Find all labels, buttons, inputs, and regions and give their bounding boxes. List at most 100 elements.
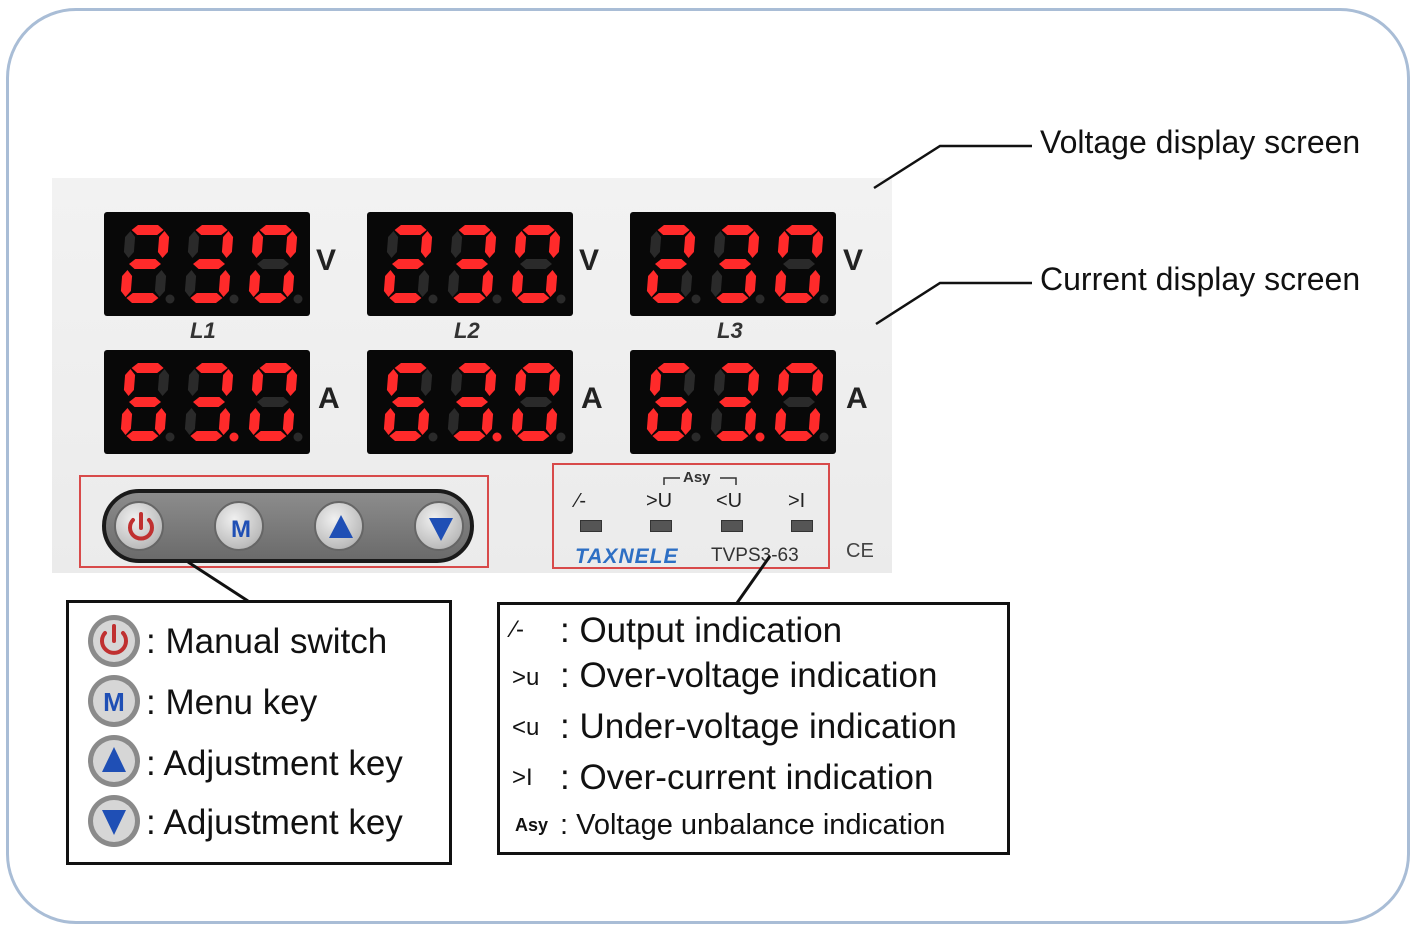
digit-segment [649, 231, 662, 258]
phase-label-l1: L1 [190, 318, 216, 343]
digit-segment [520, 397, 552, 407]
digit-segment [780, 293, 813, 303]
digit-segment [657, 363, 690, 373]
digit-segment [517, 293, 550, 303]
current-unit-l3: A [846, 382, 868, 415]
power-key-button[interactable] [114, 501, 164, 551]
decimal-point [819, 432, 829, 442]
indicator-led-over-voltage [650, 520, 672, 532]
digit-segment [187, 369, 200, 396]
legend-adjustment-key-down: : Adjustment key [146, 803, 403, 842]
digit-segment [646, 408, 659, 435]
digit-segment [218, 408, 231, 435]
legend-symbol-over-current: >I [512, 764, 533, 791]
digit-segment [747, 231, 760, 258]
legend-under-voltage-indication: : Under-voltage indication [560, 707, 957, 746]
indicator-led-output [580, 520, 602, 532]
seven-seg-digits [383, 363, 566, 442]
indicator-label-under-voltage: <U [716, 490, 743, 512]
decimal-point [428, 432, 438, 442]
voltage-display-l1 [104, 212, 310, 316]
current-display-l3 [630, 350, 836, 454]
digit-segment [184, 270, 197, 297]
digit-segment [190, 293, 223, 303]
down-key-button[interactable] [414, 501, 464, 551]
digit-segment [777, 231, 790, 258]
current-display-l2 [367, 350, 573, 454]
power-icon [88, 615, 140, 667]
legend-menu-key-label: M [103, 687, 125, 717]
digit-segment [710, 270, 723, 297]
digit-segment [721, 225, 754, 235]
digit-segment [450, 369, 463, 396]
digit-segment [254, 431, 287, 441]
decimal-point [492, 432, 502, 442]
digit-segment [190, 431, 223, 441]
legend-voltage-unbalance-indication: : Voltage unbalance indication [560, 809, 946, 841]
digit-segment [120, 270, 133, 297]
decimal-point [293, 294, 303, 304]
current-unit-l1: A [318, 382, 340, 415]
seven-seg-digits [383, 225, 566, 304]
keys-highlight-box [79, 475, 489, 568]
digit-segment [657, 225, 690, 235]
legend-manual-switch: : Manual switch [146, 622, 388, 661]
voltage-unit-l2: V [579, 244, 600, 277]
digit-segment [783, 259, 815, 269]
brand-logo: TAXNELE [575, 545, 679, 568]
digit-segment [481, 270, 494, 297]
seven-seg-digits [646, 225, 829, 304]
digit-segment [193, 259, 225, 269]
legend-menu-key: : Menu key [146, 683, 318, 722]
digit-segment [420, 231, 433, 258]
digit-segment [545, 270, 558, 297]
digit-segment [511, 408, 524, 435]
digit-segment [522, 363, 555, 373]
digit-segment [154, 270, 167, 297]
legend-symbol-over-voltage: >u [512, 664, 540, 691]
digit-segment [520, 259, 552, 269]
digit-segment [514, 369, 527, 396]
keypad [102, 489, 474, 563]
decimal-point [691, 432, 701, 442]
digit-segment [783, 397, 815, 407]
indicator-led-under-voltage [721, 520, 743, 532]
digit-segment [184, 408, 197, 435]
seven-seg-digits [120, 225, 303, 304]
digit-segment [811, 369, 824, 396]
digit-segment [713, 231, 726, 258]
digit-segment [511, 270, 524, 297]
phase-label-l2: L2 [454, 318, 480, 343]
digit-segment [710, 408, 723, 435]
digit-segment [257, 259, 289, 269]
digit-segment [484, 231, 497, 258]
digit-segment [282, 270, 295, 297]
menu-m-icon: M [88, 675, 140, 727]
asy-group-label: Asy [683, 469, 711, 486]
digit-segment [420, 369, 433, 396]
down-arrow-icon [429, 518, 453, 541]
digit-segment [248, 270, 261, 297]
digit-segment [123, 369, 136, 396]
menu-key-button[interactable]: M [214, 501, 264, 551]
digit-segment [386, 369, 399, 396]
decimal-point [755, 294, 765, 304]
voltage-display-l3 [630, 212, 836, 316]
digit-segment [394, 225, 427, 235]
digit-segment [774, 408, 787, 435]
legend-symbol-under-voltage: <u [512, 714, 540, 741]
digit-segment [680, 408, 693, 435]
indicators-highlight-box [552, 463, 830, 569]
digit-segment [545, 408, 558, 435]
digit-segment [774, 270, 787, 297]
decimal-point [556, 294, 566, 304]
digit-segment [548, 369, 561, 396]
current-screen-callout: Current display screen [1040, 261, 1361, 297]
phase-label-l3: L3 [717, 318, 743, 343]
digit-segment [131, 225, 164, 235]
digit-segment [450, 231, 463, 258]
indicator-led-over-current [791, 520, 813, 532]
decimal-point [492, 294, 502, 304]
digit-segment [129, 259, 161, 269]
up-key-button[interactable] [314, 501, 364, 551]
